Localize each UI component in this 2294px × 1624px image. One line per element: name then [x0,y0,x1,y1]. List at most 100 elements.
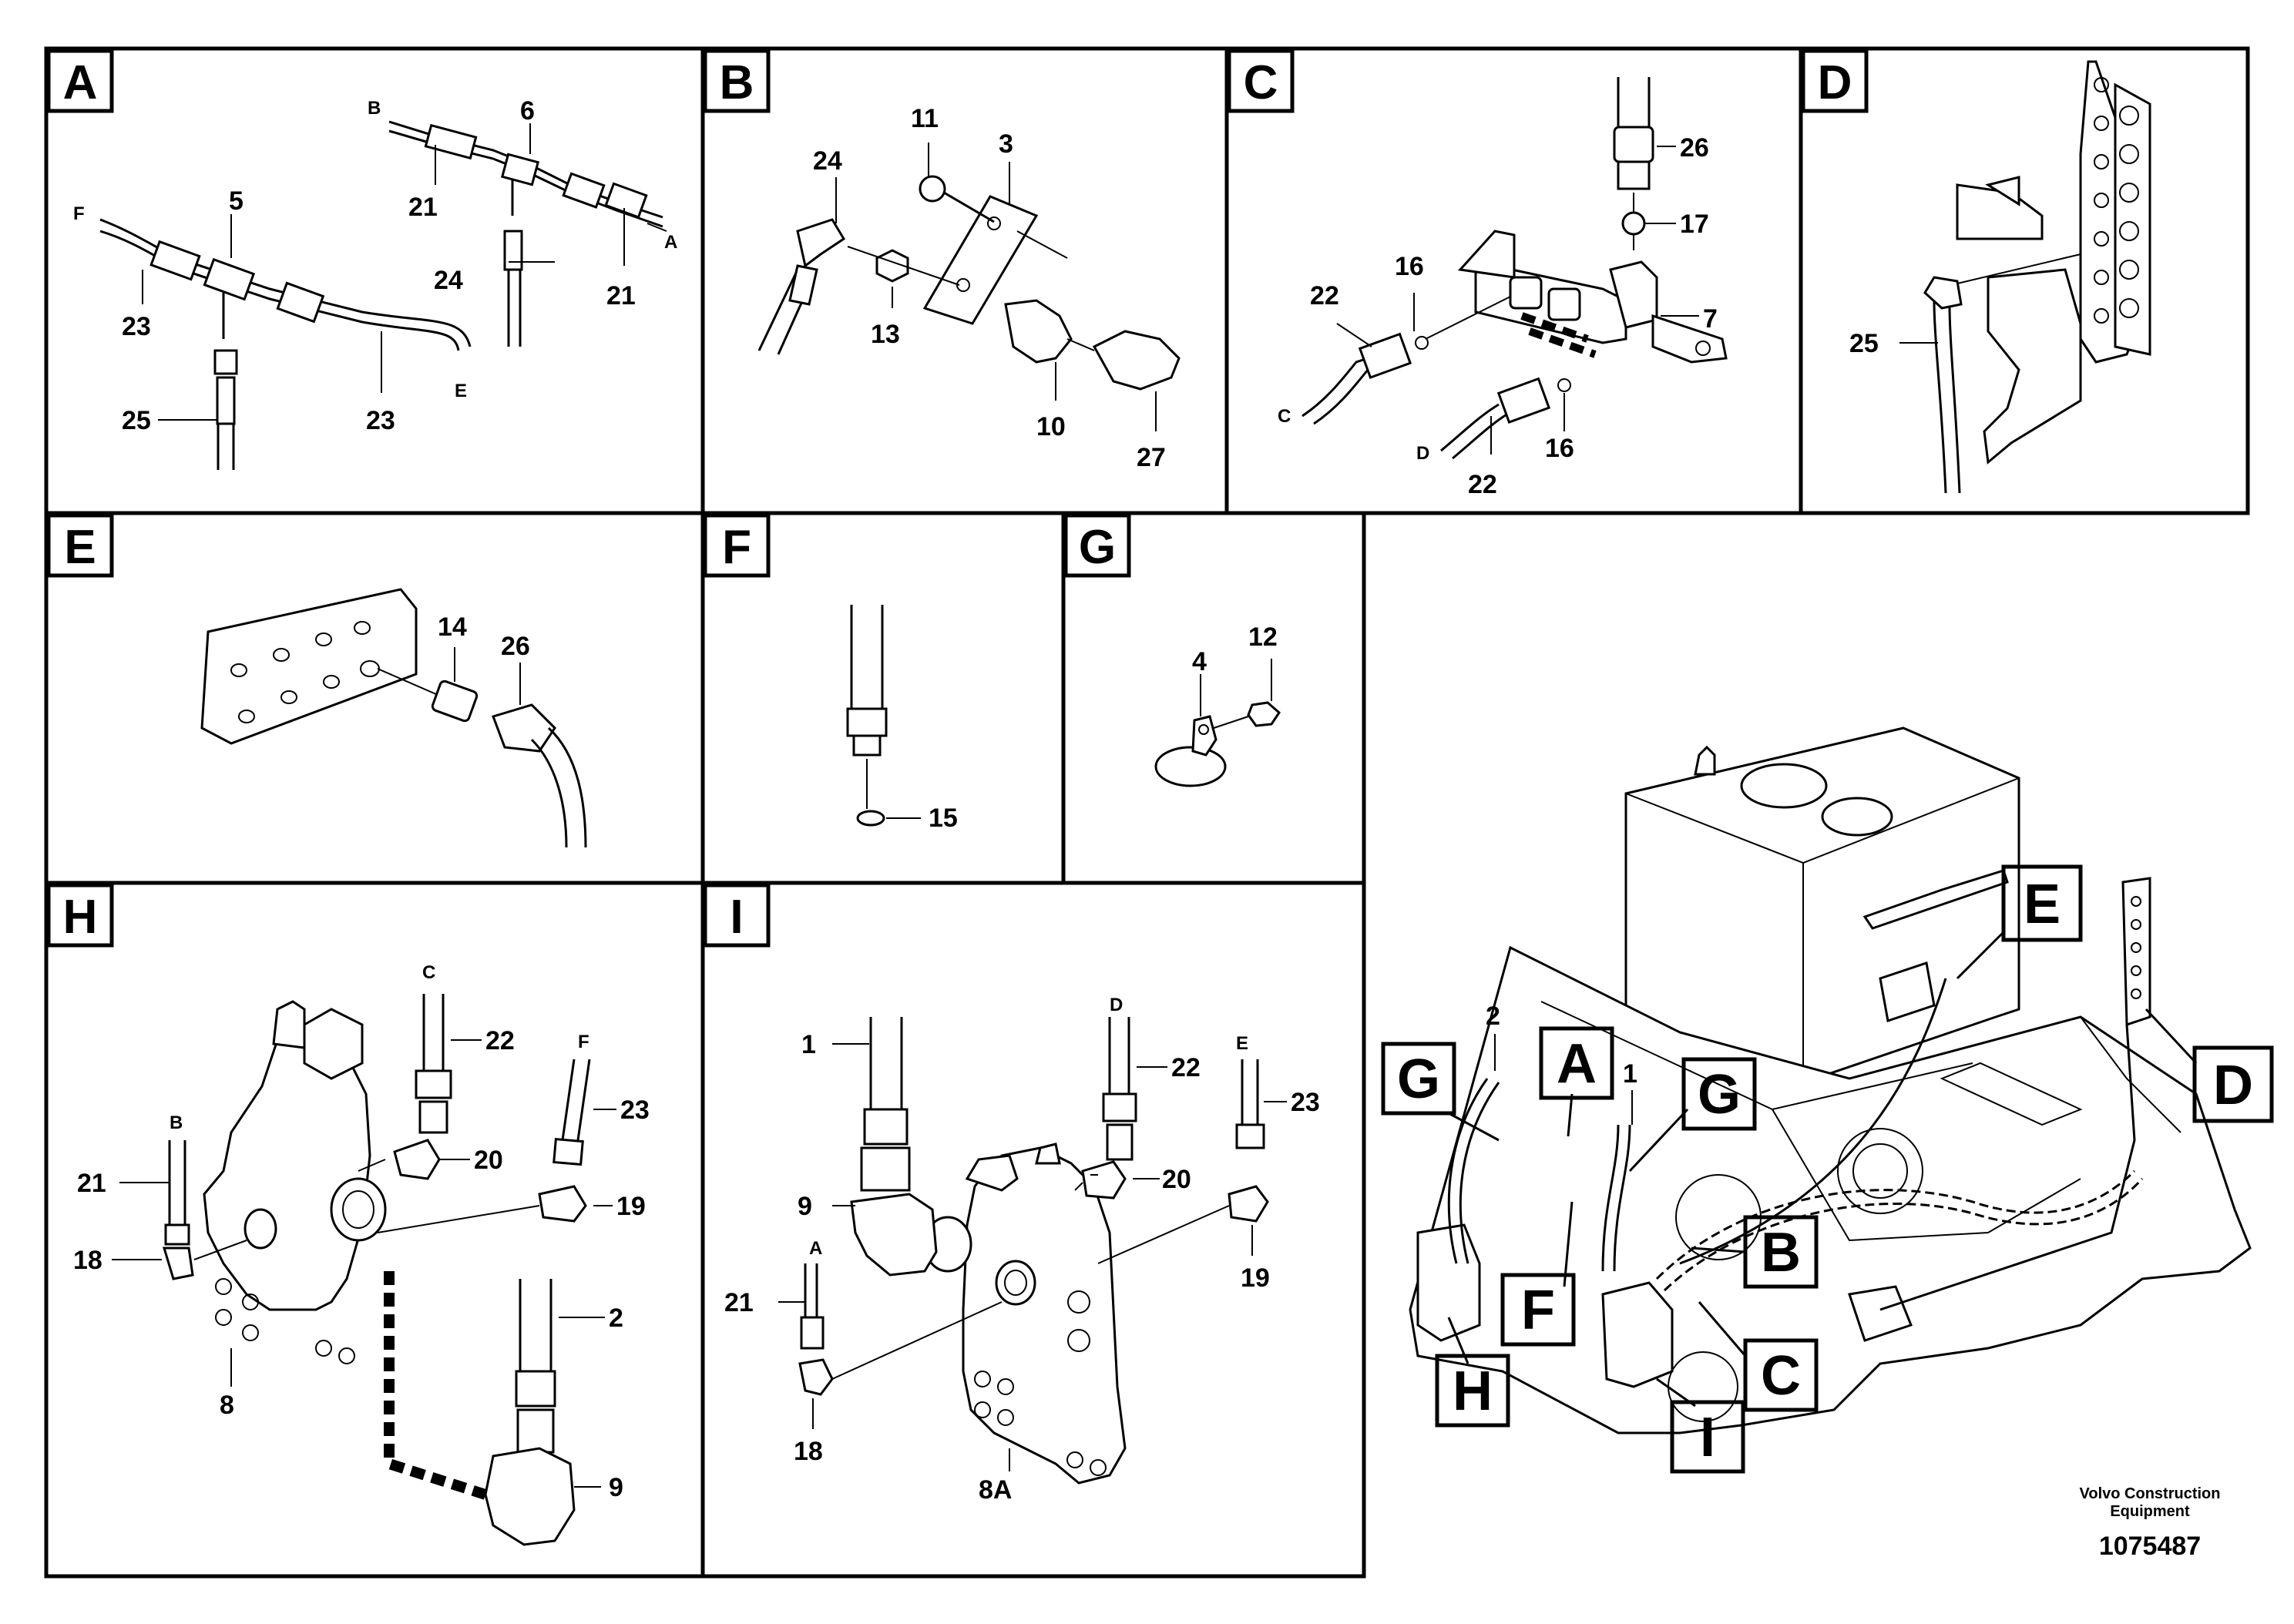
svg-text:15: 15 [929,804,958,833]
svg-text:8A: 8A [979,1475,1012,1505]
panel-tag-f: F [722,521,751,574]
svg-text:20: 20 [474,1146,503,1175]
svg-text:23: 23 [1291,1088,1320,1117]
svg-text:1: 1 [1623,1059,1637,1089]
panel-d-drawing [1899,60,2151,494]
panel-c-callouts: 26 17 16 22 7 C D 22 16 [1278,133,1718,499]
svg-text:8: 8 [220,1391,234,1420]
panel-e-drawing [200,588,587,848]
svg-text:19: 19 [616,1192,646,1221]
svg-text:21: 21 [606,281,636,310]
svg-text:1: 1 [801,1030,816,1059]
panel-b-callouts: 11 3 24 13 10 27 [813,104,1166,472]
svg-text:22: 22 [485,1026,515,1055]
overview-tag-f: F [1521,1280,1555,1341]
svg-text:F: F [578,1032,589,1052]
svg-text:12: 12 [1248,622,1278,652]
panel-tag-h: H [63,891,98,944]
svg-text:23: 23 [366,406,395,435]
brand-line1: Volvo Construction [2080,1485,2221,1502]
svg-text:9: 9 [798,1192,812,1221]
svg-text:6: 6 [520,96,535,126]
svg-text:D: D [1110,995,1123,1015]
svg-text:4: 4 [1192,647,1207,676]
svg-text:24: 24 [434,266,463,295]
panel-i-callouts: D 1 22 E 23 20 9 19 A 21 18 8A [724,995,1320,1505]
svg-text:22: 22 [1310,281,1339,310]
svg-text:21: 21 [77,1169,106,1198]
svg-text:16: 16 [1395,252,1424,281]
svg-text:B: B [170,1112,183,1133]
overview-machine [1409,726,2252,1434]
svg-text:18: 18 [794,1437,823,1466]
svg-text:A: A [664,232,677,253]
svg-text:25: 25 [122,406,151,435]
panel-tag-i: I [730,891,743,944]
svg-text:20: 20 [1162,1165,1191,1194]
svg-text:A: A [809,1238,822,1259]
svg-text:23: 23 [620,1096,650,1125]
panel-tag-g: G [1079,521,1116,574]
svg-text:2: 2 [1486,1002,1500,1031]
svg-text:5: 5 [229,186,244,216]
svg-text:26: 26 [501,632,530,661]
overview-tag-g-left: G [1397,1049,1440,1110]
panel-g-callouts: 4 12 [1192,622,1278,676]
overview-tag-h: H [1453,1361,1493,1422]
svg-text:F: F [73,203,85,224]
svg-text:25: 25 [1849,329,1879,358]
drawing-number: 1075487 [2099,1532,2201,1561]
panel-a-drawing [99,120,667,470]
svg-text:C: C [422,962,435,983]
svg-text:21: 21 [724,1288,754,1317]
svg-text:3: 3 [999,129,1013,159]
svg-text:7: 7 [1703,304,1718,334]
svg-text:D: D [1416,443,1429,464]
panel-tag-d: D [1818,56,1852,109]
panel-tag-b: B [720,56,754,109]
panel-f-drawing [846,605,921,827]
svg-text:C: C [1278,406,1291,427]
svg-text:16: 16 [1545,434,1574,463]
panel-h-callouts: C 22 F 23 20 B 19 21 18 2 8 9 [73,962,650,1502]
overview-tags: E D G A G B F C H I 2 1 [1381,864,2274,1474]
svg-text:E: E [455,381,467,401]
svg-text:10: 10 [1036,412,1066,441]
footer: Volvo Construction Equipment 1075487 [2080,1485,2221,1561]
panel-tag-c: C [1244,56,1278,109]
panel-d-callouts: 25 [1849,329,1879,358]
svg-text:B: B [368,98,381,119]
brand-line2: Equipment [2110,1503,2190,1520]
overview-tag-g-right: G [1698,1064,1741,1126]
svg-text:24: 24 [813,146,842,176]
overview-tag-d: D [2213,1055,2253,1116]
svg-text:14: 14 [438,612,467,642]
svg-text:E: E [1236,1033,1248,1054]
panel-tag-e: E [64,521,96,574]
svg-text:22: 22 [1171,1053,1201,1082]
panel-tag-a: A [63,56,98,109]
svg-text:11: 11 [911,104,939,133]
overview-tag-b: B [1761,1222,1801,1283]
panel-g-drawing [1154,659,1281,787]
overview-tag-e: E [2024,874,2061,935]
svg-text:9: 9 [609,1473,623,1502]
panel-e-callouts: 14 26 [438,612,530,661]
overview-tag-i: I [1700,1407,1715,1468]
svg-text:27: 27 [1137,443,1166,472]
svg-text:22: 22 [1468,470,1497,499]
overview-tag-c: C [1761,1345,1801,1407]
svg-text:13: 13 [871,320,900,349]
svg-text:26: 26 [1680,133,1709,163]
svg-text:18: 18 [73,1246,102,1275]
svg-text:17: 17 [1680,210,1709,239]
svg-text:19: 19 [1241,1263,1270,1293]
panel-h-drawing [112,994,616,1546]
panel-f-callouts: 15 [929,804,958,833]
panel-tags: A B C D E F G H I [46,49,1869,948]
panel-frames [44,46,2250,1579]
svg-text:23: 23 [122,312,151,341]
overview-tag-a: A [1557,1033,1597,1095]
